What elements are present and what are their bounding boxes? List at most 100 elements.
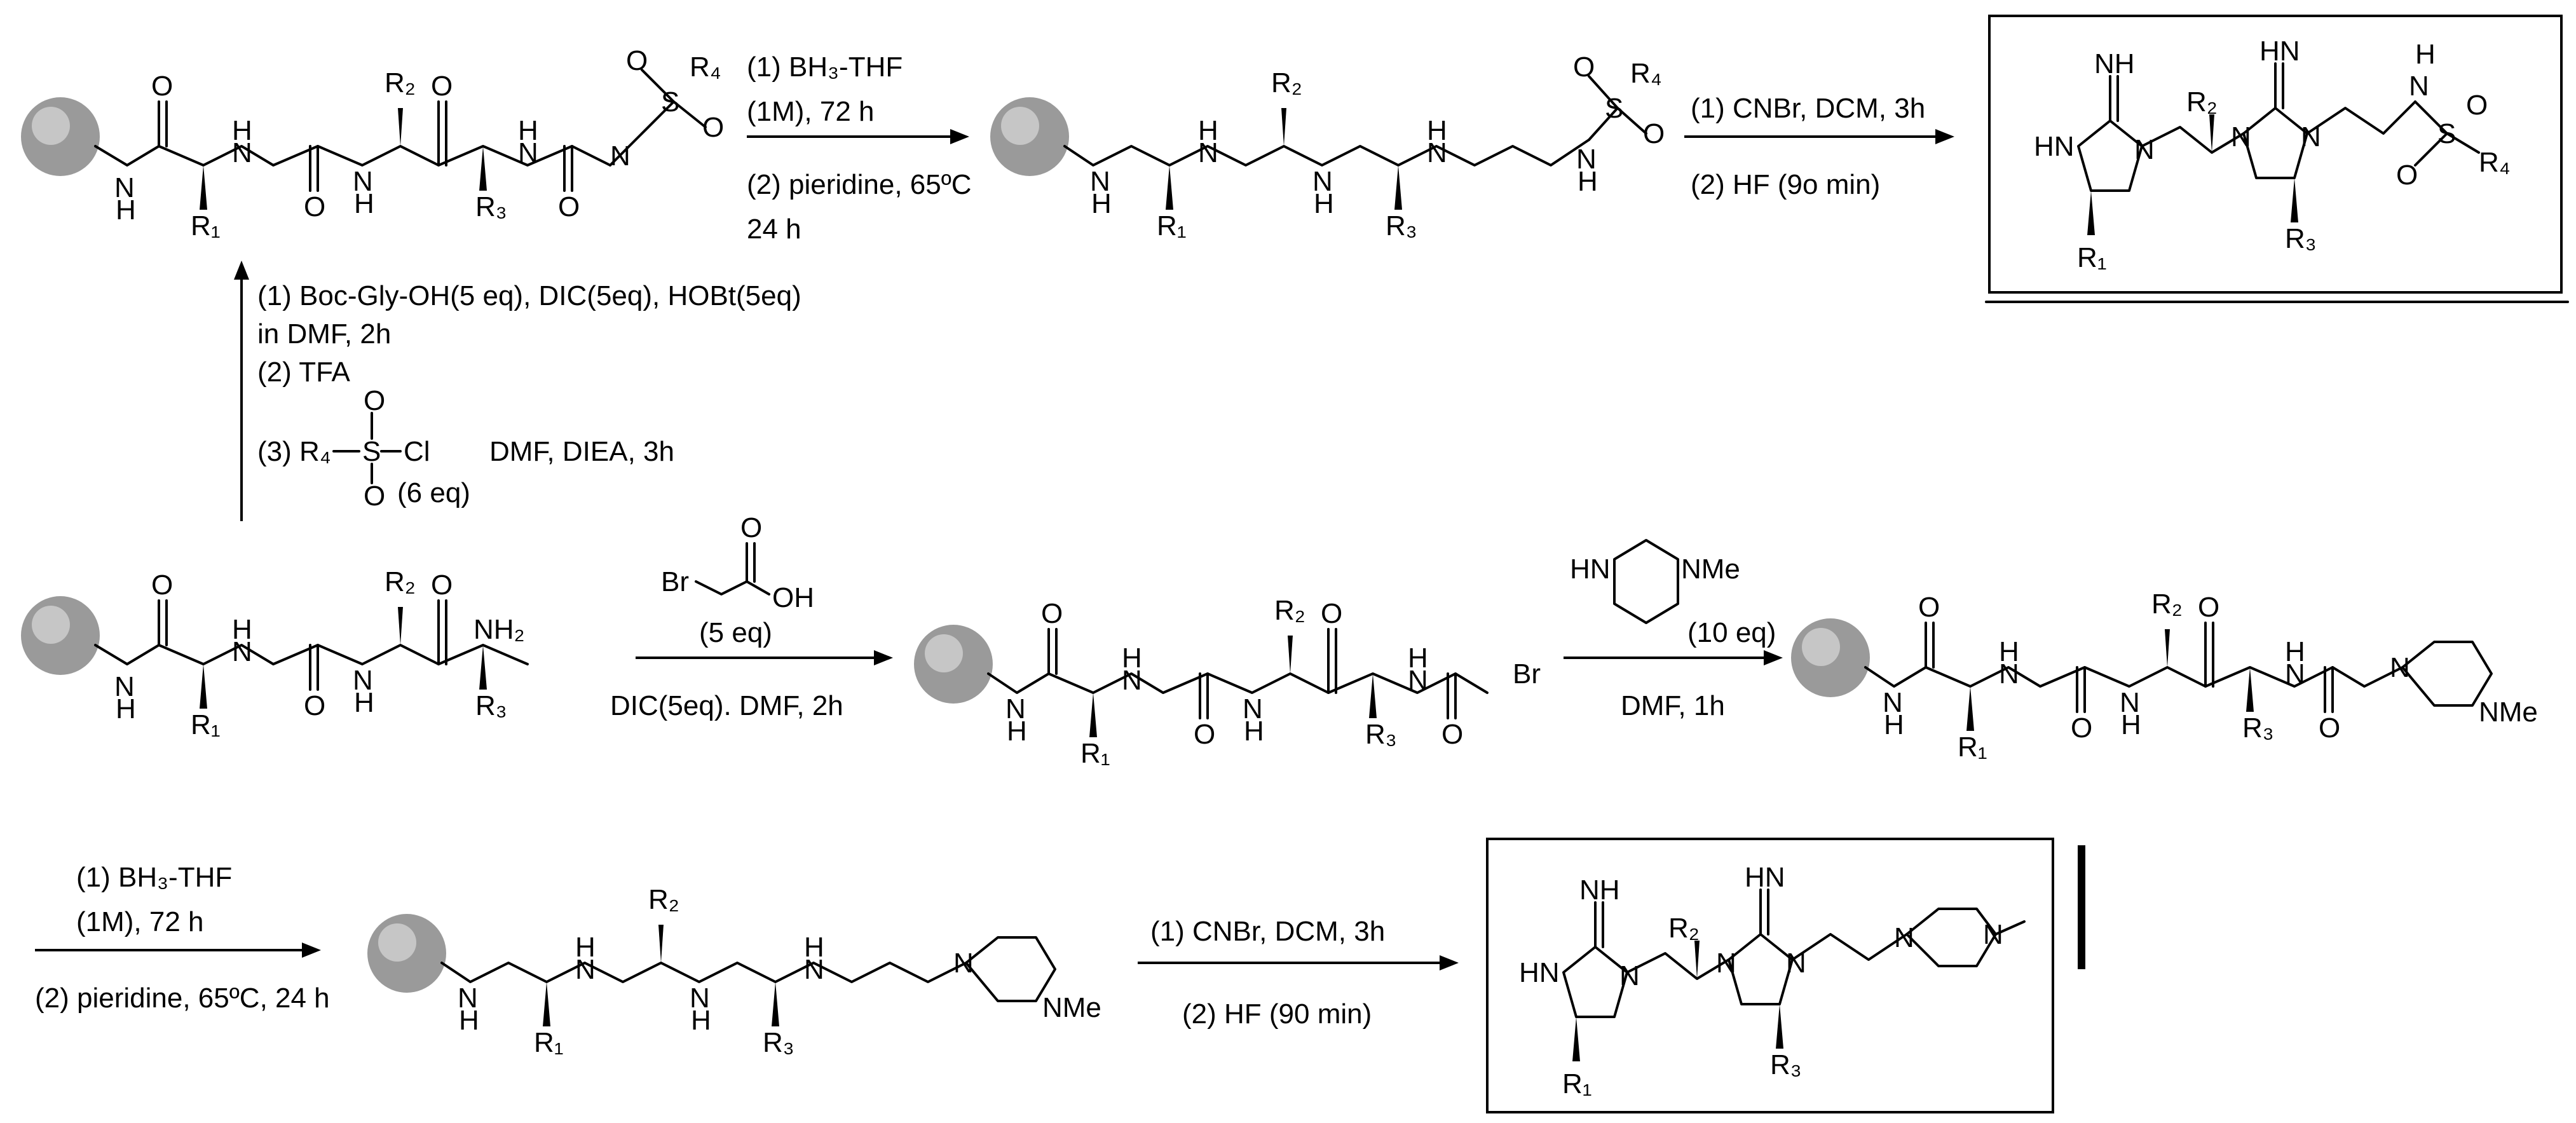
label-r3: R₃ — [763, 1027, 794, 1058]
arrow2-cond-1: (1) CNBr, DCM, 3h — [1691, 93, 1925, 124]
atom-n: N — [1122, 665, 1142, 696]
atom-n: N — [353, 166, 373, 197]
atom-h: H — [1408, 643, 1428, 674]
vert-cond-3: (2) TFA — [257, 357, 351, 388]
label-r1: R₁ — [191, 709, 221, 740]
atom-n: N — [232, 636, 252, 667]
atom-o: O — [431, 569, 453, 601]
atom-h: H — [804, 932, 824, 963]
atom-n: N — [1576, 144, 1597, 175]
label-r3: R₃ — [475, 690, 507, 721]
atom-hn: HN — [1745, 862, 1785, 893]
atom-h: H — [116, 194, 136, 226]
resin-bead-2 — [990, 97, 1069, 176]
vert-cond-7: DMF, DIEA, 3h — [489, 436, 674, 467]
atom-n: N — [458, 983, 478, 1014]
atom-s: S — [1605, 93, 1623, 124]
atom-s: S — [661, 86, 679, 118]
piperazine-peptide-structure — [1864, 622, 2493, 731]
label-r4: R₄ — [690, 51, 721, 83]
atom-o: O — [2198, 592, 2219, 623]
atom-n: N — [1312, 166, 1333, 197]
vert-cond-s: S — [362, 436, 381, 467]
atom-hn: HN — [2259, 36, 2300, 67]
peptide-structure-2 — [94, 599, 529, 709]
atom-h: H — [691, 1005, 711, 1036]
atom-n: N — [1716, 948, 1736, 979]
atom-h: H — [232, 614, 252, 645]
atom-o: O — [1194, 719, 1215, 750]
polyamine-structure-1 — [1063, 75, 1647, 210]
label-r3: R₃ — [475, 191, 507, 222]
label-r3: R₃ — [2242, 712, 2274, 744]
atom-h: H — [1999, 636, 2019, 667]
atom-n: N — [1786, 948, 1806, 979]
atom-o: O — [2319, 712, 2340, 744]
label-r1: R₁ — [2077, 242, 2107, 273]
atom-h: H — [459, 1005, 479, 1036]
label-r3: R₃ — [1770, 1049, 1802, 1080]
atom-h: H — [1427, 115, 1447, 146]
label-r1: R₁ — [1958, 732, 1987, 763]
arrow5-cond-2: (1M), 72 h — [76, 906, 204, 937]
atom-h: H — [1244, 716, 1264, 747]
atom-nh: NH — [1579, 875, 1620, 906]
atom-o: O — [1441, 719, 1463, 750]
arrow1-cond-3: (2) pieridine, 65ºC — [747, 169, 972, 200]
atom-h: H — [1198, 115, 1218, 146]
atom-n: N — [1005, 693, 1026, 725]
atom-h: H — [2415, 39, 2436, 70]
atom-o: O — [151, 569, 173, 601]
vert-cond-4: (3) R₄ — [257, 436, 331, 467]
arrow1-cond-4: 24 h — [747, 214, 801, 245]
resin-bead-1 — [21, 97, 100, 176]
atom-o: O — [431, 71, 453, 102]
label-r3: R₃ — [2285, 223, 2317, 254]
reaction-arrow-vertical — [234, 261, 249, 521]
atom-h: H — [116, 693, 136, 725]
vert-cond-1: (1) Boc-Gly-OH(5 eq), DIC(5eq), HOBt(5eq… — [257, 280, 801, 311]
atom-nh2: NH₂ — [474, 614, 525, 645]
arrow5-cond-3: (2) pieridine, 65ºC, 24 h — [35, 983, 330, 1014]
bis-guanidine-product-2 — [1562, 888, 2026, 1061]
atom-n: N — [114, 671, 135, 702]
atom-n: N — [690, 983, 710, 1014]
atom-o: O — [2396, 160, 2418, 191]
arrow2-cond-2: (2) HF (9o min) — [1691, 169, 1880, 200]
resin-bead-5 — [1791, 618, 1870, 697]
atom-h: H — [354, 188, 374, 219]
atom-o: O — [558, 191, 580, 222]
atom-nme: NMe — [1042, 992, 1101, 1023]
vert-cond-2: in DMF, 2h — [257, 318, 391, 350]
reaction-arrow-4 — [1564, 650, 1783, 665]
label-r1: R₁ — [1562, 1068, 1592, 1099]
reagent-hn: HN — [1570, 554, 1611, 585]
atom-h: H — [1122, 643, 1142, 674]
atom-n: N — [953, 948, 974, 979]
atom-n: N — [575, 954, 596, 985]
vert-cond-8: (6 eq) — [397, 477, 470, 508]
atom-o: O — [151, 71, 173, 102]
label-r1: R₁ — [534, 1027, 564, 1058]
label-r2: R₂ — [1668, 913, 1700, 944]
atom-h: H — [575, 932, 596, 963]
label-r2: R₂ — [2186, 86, 2218, 118]
label-r2: R₂ — [385, 566, 416, 597]
bis-guanidine-product-1 — [2077, 62, 2480, 235]
atom-o: O — [304, 690, 325, 721]
atom-h: H — [1884, 709, 1904, 740]
atom-n: N — [2390, 652, 2410, 683]
atom-nh: NH — [2094, 48, 2135, 79]
label-r4: R₄ — [1630, 58, 1662, 89]
polyamine-structure-2 — [440, 925, 1056, 1026]
label-r3: R₃ — [1386, 210, 1417, 242]
arrow6-cond-1: (1) CNBr, DCM, 3h — [1150, 916, 1385, 947]
atom-o: O — [702, 112, 724, 143]
atom-n: N — [804, 954, 824, 985]
reaction-arrow-2 — [1684, 129, 1954, 144]
vert-cond-o-top: O — [364, 385, 385, 416]
atom-n: N — [2134, 134, 2155, 165]
reagent-oh: OH — [772, 582, 814, 613]
atom-n: N — [1619, 960, 1640, 991]
arrow3-cond: DIC(5eq). DMF, 2h — [610, 690, 843, 721]
